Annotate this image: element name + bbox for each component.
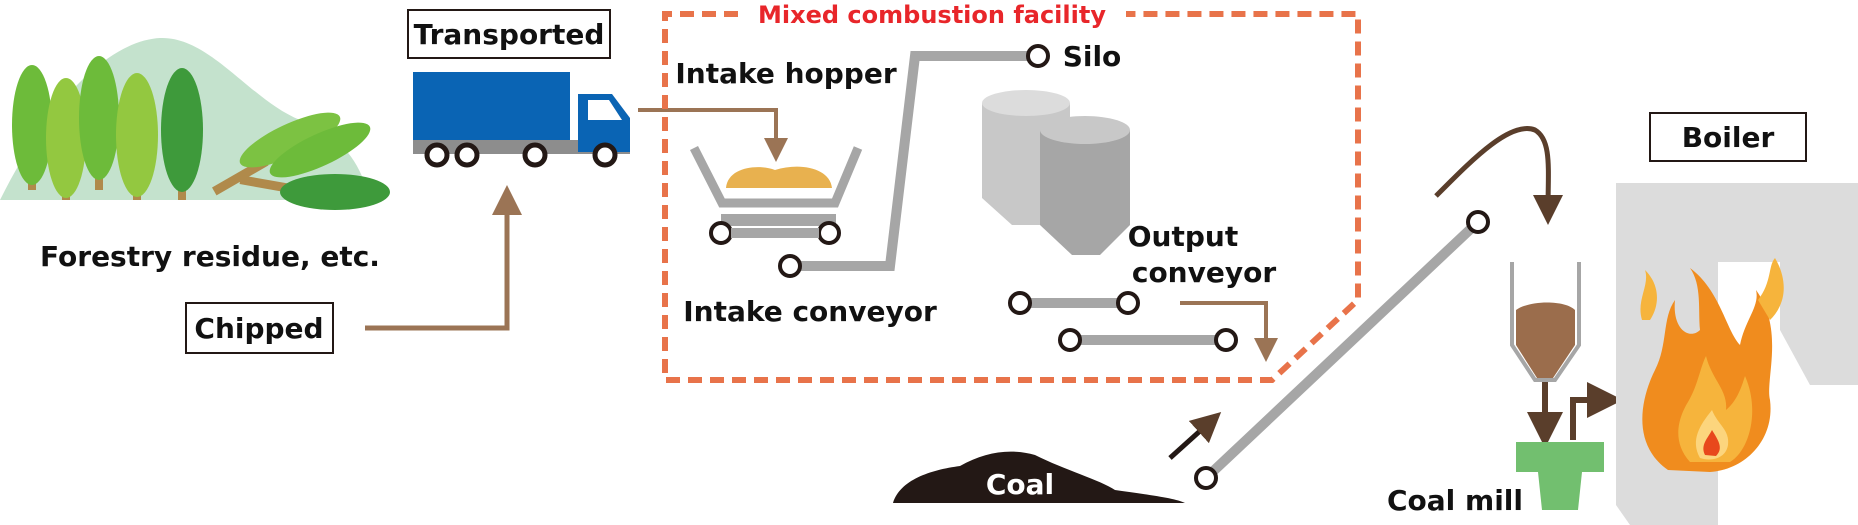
output-conveyor-label-line2: conveyor [1132,256,1276,289]
silo-label: Silo [1063,40,1122,73]
boiler-label: Boiler [1682,121,1775,154]
facility-title: Mixed combustion facility [758,1,1106,29]
intake-hopper-label: Intake hopper [675,57,896,90]
coal-pile: Coal [893,451,1185,503]
intake-conveyor [778,44,1050,278]
coal-conveyor [1194,210,1490,490]
coal-label: Coal [986,468,1054,501]
forest-illustration [0,37,390,210]
truck-illustration [413,72,630,168]
intake-conveyor-label: Intake conveyor [683,295,937,328]
transported-label: Transported [414,18,605,51]
coal-mill-label: Coal mill [1387,484,1523,517]
output-conveyor [1008,291,1238,352]
silo-illustration [982,90,1130,255]
coal-mill-illustration [1516,442,1604,510]
coal-up-arrow [1168,411,1222,460]
output-conveyor-label-line1: Output [1128,220,1238,253]
forestry-residue-label: Forestry residue, etc. [40,240,380,273]
mill-to-boiler-arrow [1570,382,1623,440]
flame-illustration [1640,258,1784,472]
transported-box: Transported [407,9,611,59]
coal-mill-hopper [1510,262,1581,382]
boiler-box: Boiler [1649,112,1807,162]
chipped-box: Chipped [185,302,334,354]
intake-hopper [689,145,863,245]
output-arrow [1180,301,1278,362]
facility-border [662,11,1361,383]
truck-to-hopper-arrow [638,108,788,162]
conveyor-to-mill-arrow [1434,126,1564,225]
chipped-label: Chipped [194,312,323,345]
chipped-to-truck-arrow [365,185,522,331]
